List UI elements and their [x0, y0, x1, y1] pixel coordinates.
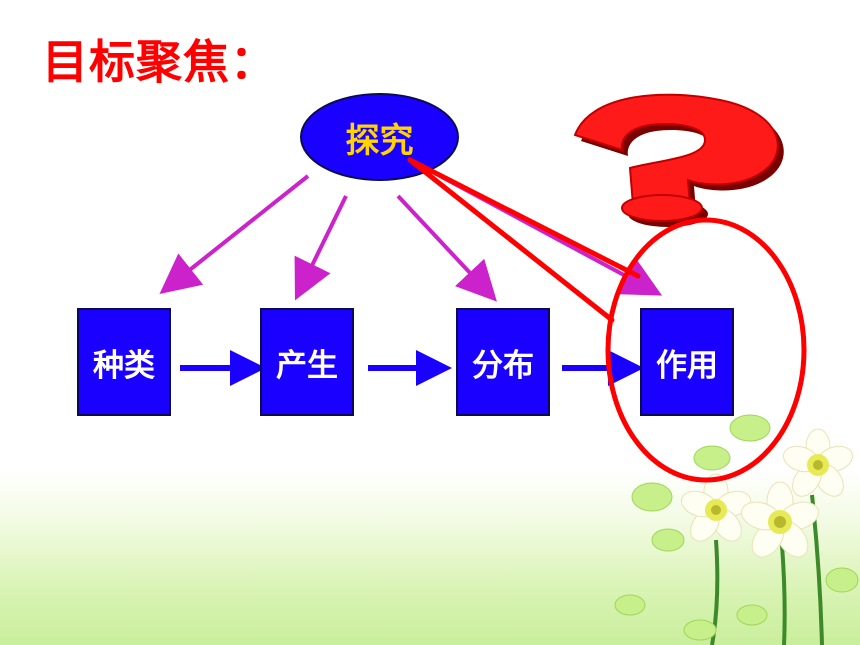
node-distribution: 分布	[456, 308, 550, 416]
node-species: 种类	[77, 308, 171, 416]
arrow-to-node-3	[396, 194, 497, 302]
arrow-to-node-1	[159, 174, 310, 294]
arrow-to-node-2	[294, 195, 348, 301]
node-origin: 产生	[260, 308, 354, 416]
center-node: 探究	[300, 93, 459, 181]
node-function: 作用	[640, 308, 734, 416]
highlight-circle	[605, 217, 807, 483]
page-title: 目标聚焦：	[42, 35, 277, 89]
